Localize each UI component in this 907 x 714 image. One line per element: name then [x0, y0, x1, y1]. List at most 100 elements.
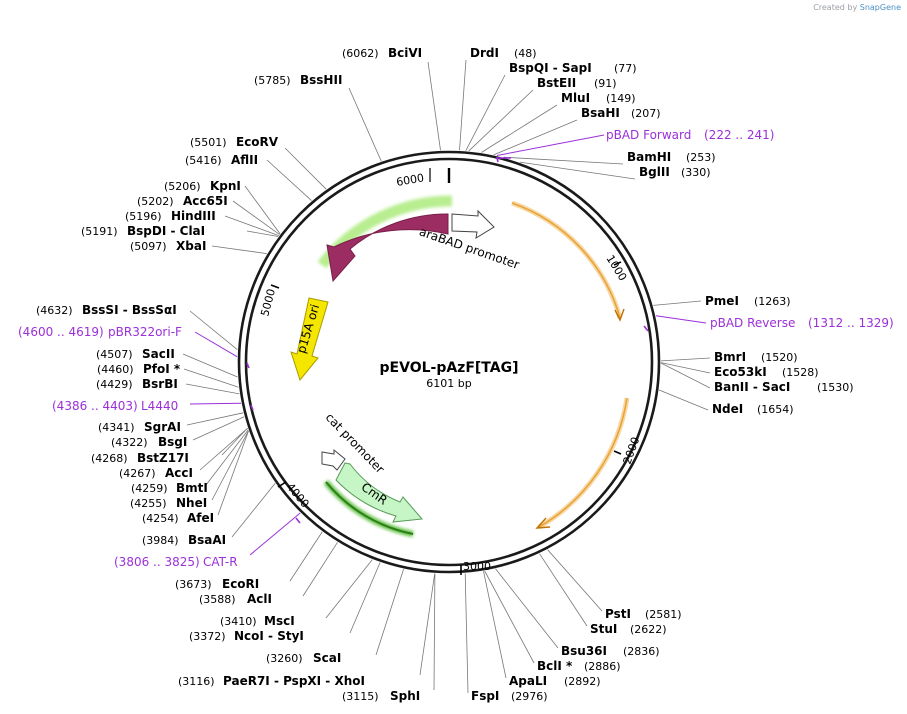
- site-fspi[interactable]: FspI: [471, 689, 499, 703]
- site-bmri[interactable]: BmrI: [714, 350, 746, 364]
- leader-line: [503, 156, 624, 165]
- leader-line: [182, 353, 238, 378]
- site-acc65i[interactable]: Acc65I: [183, 194, 228, 208]
- site-msci-pos: (3410): [220, 615, 257, 628]
- site-scai-pos: (3260): [266, 652, 303, 665]
- feature-cat-promoter[interactable]: cat promoter: [321, 410, 387, 476]
- primer-cat-r[interactable]: CAT-R: [203, 555, 238, 569]
- site-bspdi-clai-pos: (5191): [81, 225, 118, 238]
- site-sphi[interactable]: SphI: [390, 689, 420, 703]
- site-drdi-pos: (48): [514, 47, 537, 60]
- site-sacii[interactable]: SacII: [142, 347, 175, 361]
- primer-pbr322ori-f[interactable]: pBR322ori-F: [108, 325, 182, 339]
- leader-line: [547, 549, 603, 612]
- site-acli[interactable]: AclI: [247, 592, 272, 606]
- site-acc65i-pos: (5202): [137, 195, 174, 208]
- site-sacii-pos: (4507): [96, 348, 133, 361]
- backbone-inner: [244, 157, 654, 567]
- site-bstz17i[interactable]: BstZ17I: [137, 451, 189, 465]
- site-pfoi-pos: (4460): [97, 363, 134, 376]
- site-acci[interactable]: AccI: [165, 466, 193, 480]
- site-bcivi[interactable]: BciVI: [388, 46, 422, 60]
- leader-line: [464, 573, 469, 694]
- site-ecorv-pos: (5501): [190, 136, 227, 149]
- leader-line: [660, 362, 711, 374]
- feature-p15a-ori[interactable]: p15A ori: [290, 297, 329, 382]
- site-nhei[interactable]: NheI: [176, 496, 207, 510]
- site-mlui[interactable]: MluI: [561, 91, 590, 105]
- site-bspqi-sapi[interactable]: BspQI - SapI: [509, 61, 592, 75]
- site-pmei[interactable]: PmeI: [705, 294, 739, 308]
- leader-line: [459, 59, 467, 151]
- site-apali-pos: (2892): [564, 675, 601, 688]
- site-bsssi-bsssai[interactable]: BssSI - BssSαI: [82, 303, 177, 317]
- site-banii-saci[interactable]: BanII - SacI: [714, 380, 790, 394]
- site-bsu36i[interactable]: Bsu36I: [561, 644, 607, 658]
- tick-5000: 5000: [258, 287, 278, 317]
- site-bamhi[interactable]: BamHI: [627, 150, 671, 164]
- site-bspqi-sapi-pos: (77): [614, 62, 637, 75]
- site-fspi-pos: (2976): [511, 690, 548, 703]
- site-hindiii[interactable]: HindIII: [171, 209, 216, 223]
- leader-line: [224, 215, 279, 236]
- backbone-outer: [237, 150, 661, 574]
- site-bcli[interactable]: BclI *: [537, 659, 573, 673]
- site-ndei[interactable]: NdeI: [712, 402, 743, 416]
- site-pfoi[interactable]: PfoI *: [143, 362, 181, 376]
- site-stui-pos: (2622): [630, 623, 667, 636]
- site-psti-pos: (2581): [645, 608, 682, 621]
- site-sgrai-pos: (4341): [98, 421, 135, 434]
- site-stui[interactable]: StuI: [590, 622, 617, 636]
- site-besshii[interactable]: BssHII: [300, 73, 342, 87]
- site-psti[interactable]: PstI: [605, 607, 631, 621]
- site-bsrbi[interactable]: BsrBI: [142, 377, 178, 391]
- snapgene-credit: Created by SnapGene: [813, 3, 901, 12]
- site-bglii[interactable]: BglII: [639, 165, 670, 179]
- leader-line: [496, 134, 605, 156]
- leader-line: [289, 531, 323, 582]
- orf-arcs: [511, 200, 630, 530]
- primer-pbad-reverse-range: (1312 .. 1329): [808, 316, 894, 330]
- site-bcivi-pos: (6062): [342, 47, 379, 60]
- site-scai[interactable]: ScaI: [313, 651, 341, 665]
- site-paer7i-pspxi-xhoi[interactable]: PaeR7I - PspXI - XhoI: [223, 674, 365, 688]
- primer-pbad-reverse[interactable]: pBAD Reverse: [710, 316, 795, 330]
- site-apali[interactable]: ApaLI: [509, 674, 547, 688]
- site-aflii[interactable]: AflII: [231, 153, 258, 167]
- site-msci[interactable]: MscI: [264, 614, 295, 628]
- leader-line: [468, 89, 534, 152]
- site-pmei-pos: (1263): [754, 295, 791, 308]
- site-bsteii[interactable]: BstEII: [537, 76, 576, 90]
- site-bsgi-pos: (4322): [111, 436, 148, 449]
- feature-cmr[interactable]: CmR: [323, 462, 424, 537]
- site-ecorv[interactable]: EcoRV: [236, 135, 279, 149]
- site-xbai[interactable]: XbaI: [176, 239, 206, 253]
- primer-l4440[interactable]: L4440: [141, 399, 178, 413]
- site-eco53ki[interactable]: Eco53kI: [714, 365, 767, 379]
- leader-line: [539, 553, 588, 627]
- site-eco53ki-pos: (1528): [782, 366, 819, 379]
- site-bmti[interactable]: BmtI: [176, 481, 208, 495]
- primer-pbad-forward[interactable]: pBAD Forward: [606, 128, 691, 142]
- site-bspdi-clai[interactable]: BspDI - ClaI: [127, 224, 205, 238]
- site-kpni[interactable]: KpnI: [210, 179, 241, 193]
- site-acli-pos: (3588): [199, 593, 236, 606]
- site-afei[interactable]: AfeI: [187, 511, 214, 525]
- site-bsaai-pos: (3984): [142, 534, 179, 547]
- site-ncoi-styi[interactable]: NcoI - StyI: [234, 629, 304, 643]
- site-bsahi[interactable]: BsaHI: [581, 106, 620, 120]
- leader-line: [189, 402, 242, 405]
- site-sgrai[interactable]: SgrAI: [144, 420, 181, 434]
- leader-line: [493, 119, 578, 156]
- site-bsgi[interactable]: BsgI: [158, 435, 187, 449]
- leader-line: [221, 427, 248, 456]
- site-ecori[interactable]: EcoRI: [222, 577, 259, 591]
- site-ecori-pos: (3673): [175, 578, 212, 591]
- leader-line: [302, 542, 338, 597]
- site-nhei-pos: (4255): [130, 497, 167, 510]
- site-drdi[interactable]: DrdI: [470, 46, 499, 60]
- site-bsaai[interactable]: BsaAI: [188, 533, 226, 547]
- leader-line: [483, 571, 507, 679]
- leader-line: [194, 331, 238, 358]
